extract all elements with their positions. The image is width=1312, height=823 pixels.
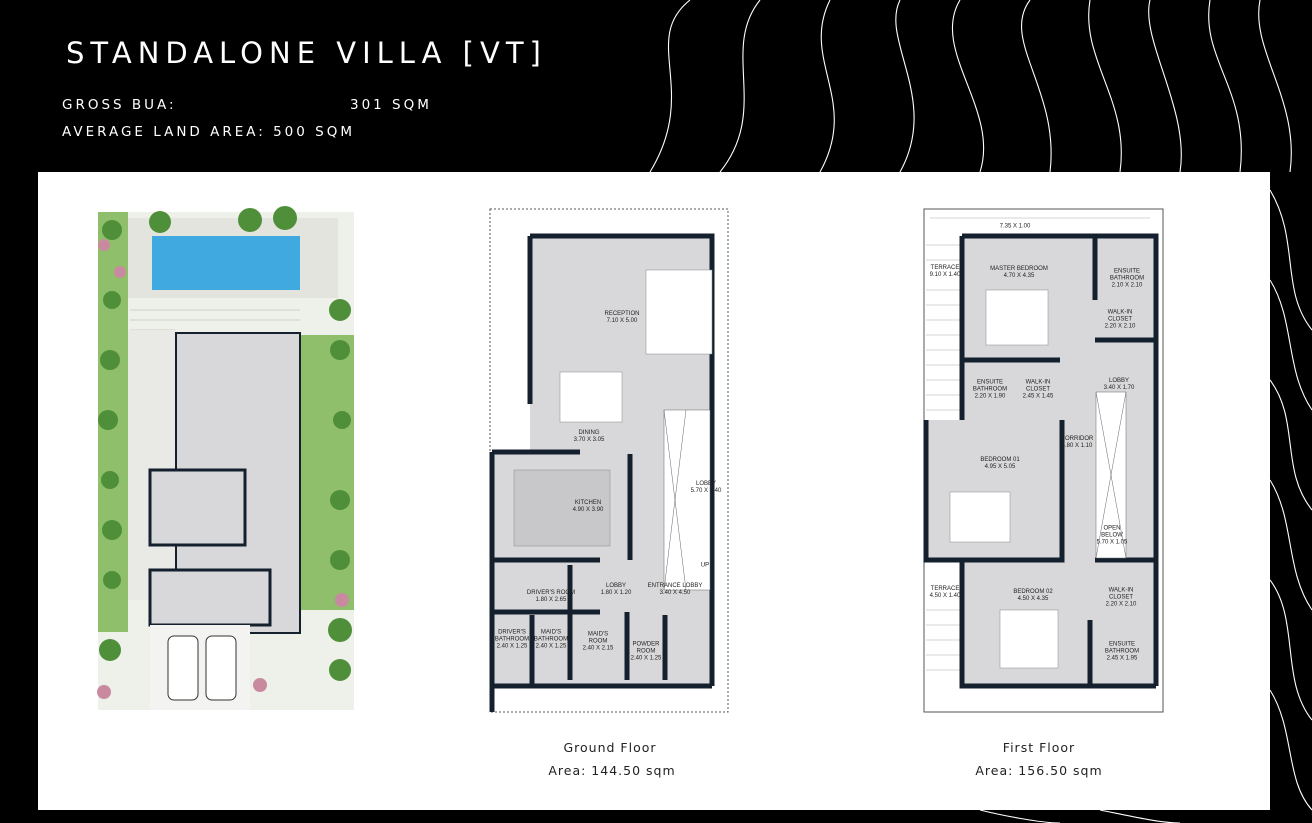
first-floor-caption: First Floor — [1002, 740, 1076, 755]
land-area-label: AVERAGE LAND AREA: — [62, 124, 266, 140]
car — [205, 635, 237, 701]
stair-up-label: UP — [700, 562, 710, 569]
site-plan — [97, 206, 354, 710]
first-floor-plan — [923, 208, 1164, 713]
car — [167, 635, 199, 701]
ground-floor-area: Area: 144.50 sqm — [548, 763, 676, 778]
gross-bua-label: GROSS BUA: — [62, 97, 177, 113]
gross-bua-value: 301 SQM — [350, 97, 432, 113]
gross-bua-row: GROSS BUA: 301 SQM — [62, 97, 429, 113]
top-terrace-size: 7.35 X 1.00 — [999, 223, 1031, 230]
first-floor-area: Area: 156.50 sqm — [975, 763, 1103, 778]
land-area-row: AVERAGE LAND AREA: 500 SQM — [62, 124, 355, 140]
ground-floor-plan — [489, 208, 729, 713]
pool — [152, 236, 300, 290]
land-area-value: 500 SQM — [273, 124, 355, 140]
page-title: STANDALONE VILLA [VT] — [66, 36, 547, 70]
ground-floor-caption: Ground Floor — [563, 740, 657, 755]
